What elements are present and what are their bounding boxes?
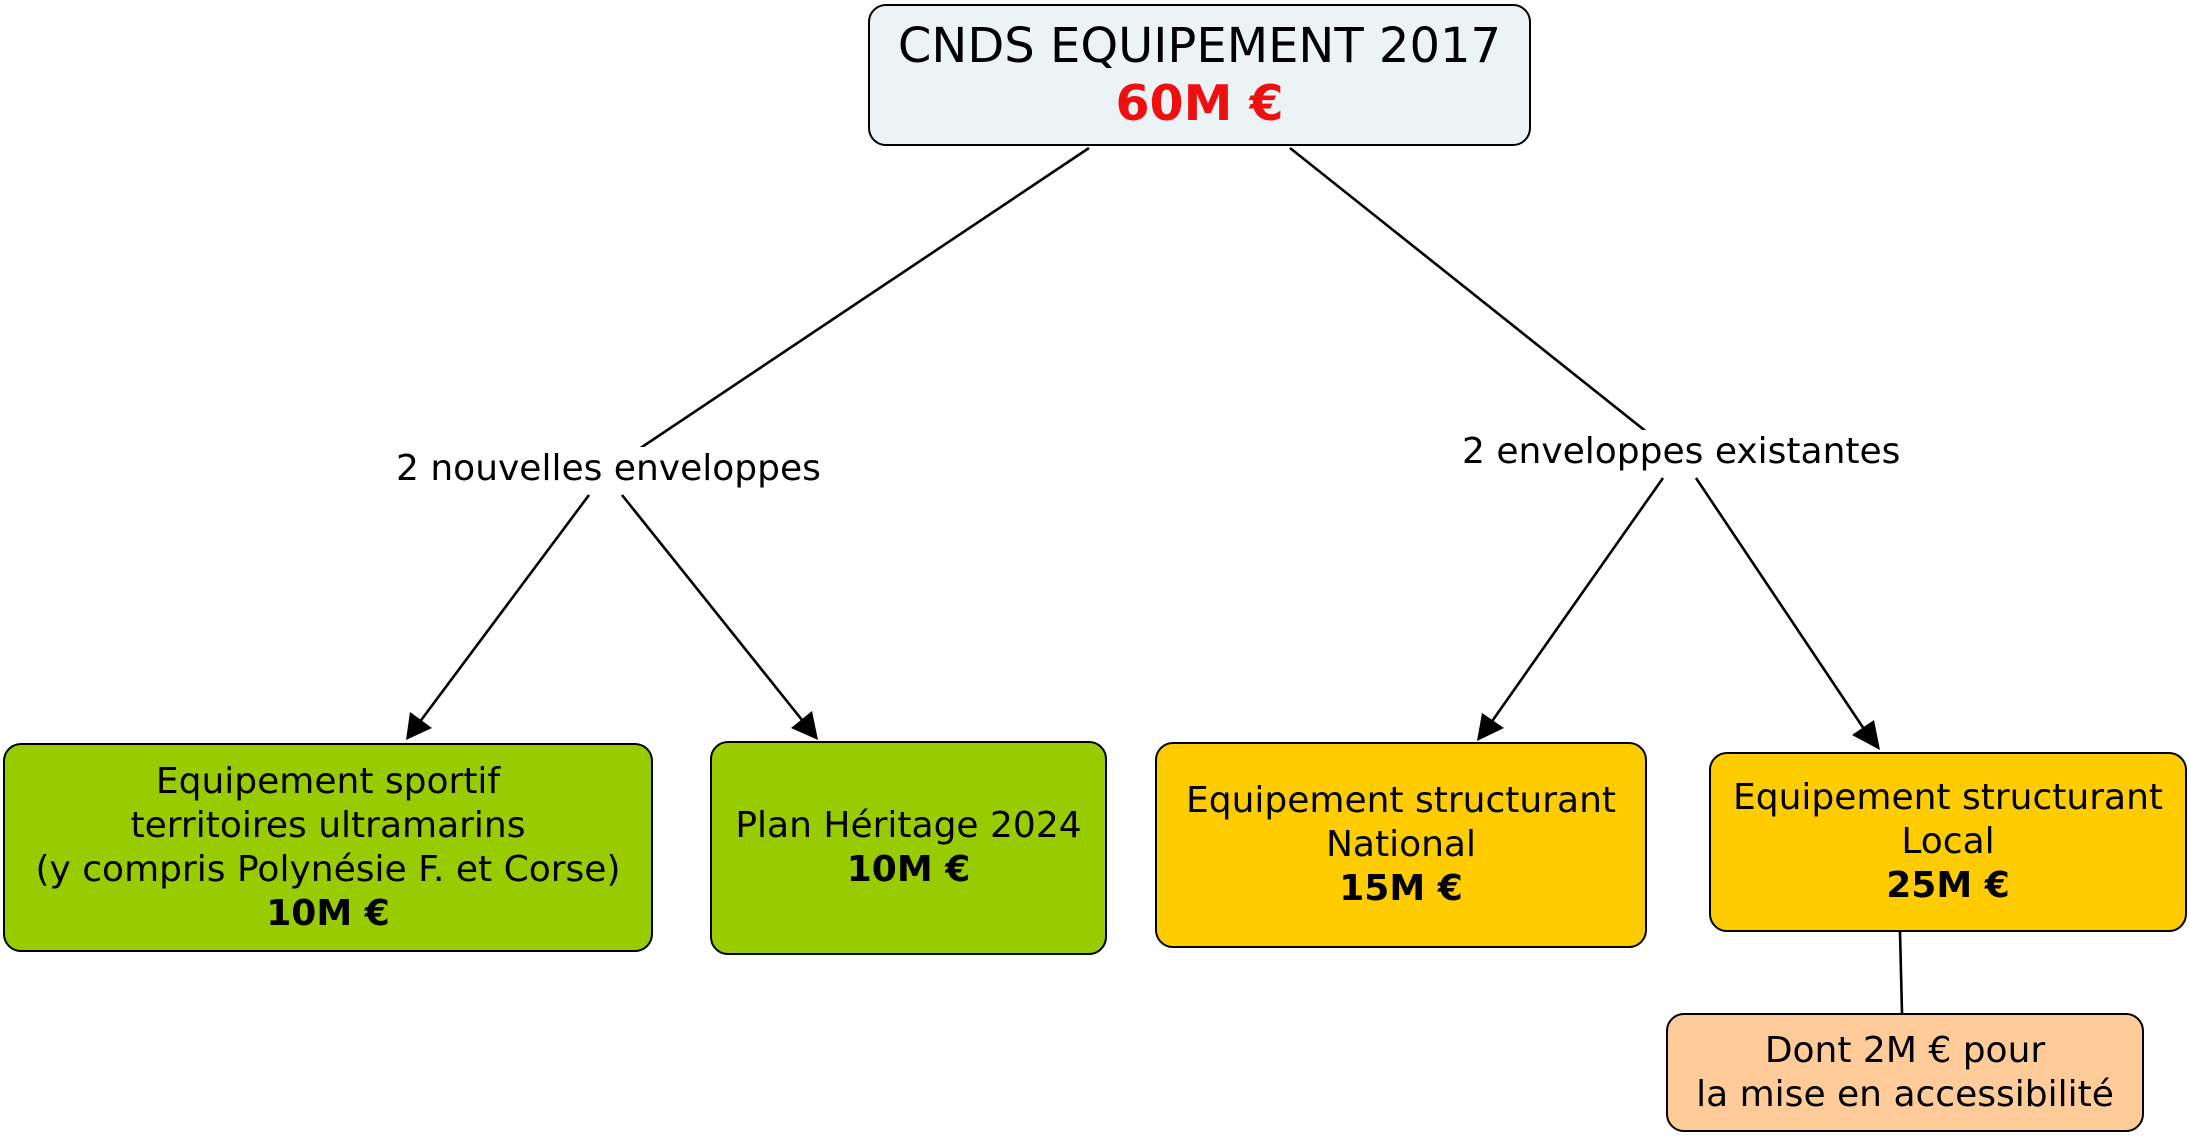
node-amount: 10M € — [266, 892, 390, 934]
node-line: Plan Héritage 2024 — [735, 805, 1082, 846]
arrowhead-box3 — [1477, 713, 1504, 741]
arrow-new-to-box1 — [414, 494, 591, 728]
arrow-new-to-box2 — [620, 494, 808, 726]
arrow-existing-to-box4 — [1694, 477, 1868, 733]
group-label-existing: 2 enveloppes existantes — [1458, 430, 1905, 474]
node-line: Equipement structurant — [1732, 777, 2163, 818]
root-amount: 60M € — [1115, 75, 1284, 132]
node-ultramarins: Equipement sportif territoires ultramari… — [3, 743, 653, 952]
group-label-new: 2 nouvelles enveloppes — [392, 447, 825, 491]
connector-root-to-new — [632, 146, 1090, 455]
arrowhead-box4 — [1852, 720, 1880, 750]
node-line: territoires ultramarins — [130, 804, 526, 846]
arrow-existing-to-box3 — [1486, 477, 1665, 728]
note-line: Dont 2M € pour — [1764, 1029, 2046, 1071]
node-amount: 25M € — [1886, 865, 2010, 906]
node-plan-heritage: Plan Héritage 2024 10M € — [710, 741, 1107, 955]
arrowhead-box2 — [791, 711, 818, 740]
note-line: la mise en accessibilité — [1696, 1073, 2114, 1115]
node-accessibility-note: Dont 2M € pour la mise en accessibilité — [1666, 1013, 2144, 1132]
node-line: National — [1325, 824, 1476, 865]
node-amount: 15M € — [1339, 868, 1463, 909]
root-title: CNDS EQUIPEMENT 2017 — [897, 18, 1502, 74]
node-structurant-national: Equipement structurant National 15M € — [1155, 742, 1647, 948]
node-line: Equipement sportif — [155, 760, 501, 802]
node-amount: 10M € — [846, 849, 971, 890]
node-structurant-local: Equipement structurant Local 25M € — [1709, 752, 2187, 932]
node-line: (y compris Polynésie F. et Corse) — [35, 848, 621, 890]
node-line: Equipement structurant — [1185, 780, 1616, 821]
root-node: CNDS EQUIPEMENT 2017 60M € — [868, 4, 1531, 146]
arrowhead-box1 — [406, 712, 432, 740]
connector-root-to-existing — [1289, 146, 1654, 439]
node-line: Local — [1901, 821, 1995, 862]
connector-box4-to-note — [1898, 931, 1904, 1014]
